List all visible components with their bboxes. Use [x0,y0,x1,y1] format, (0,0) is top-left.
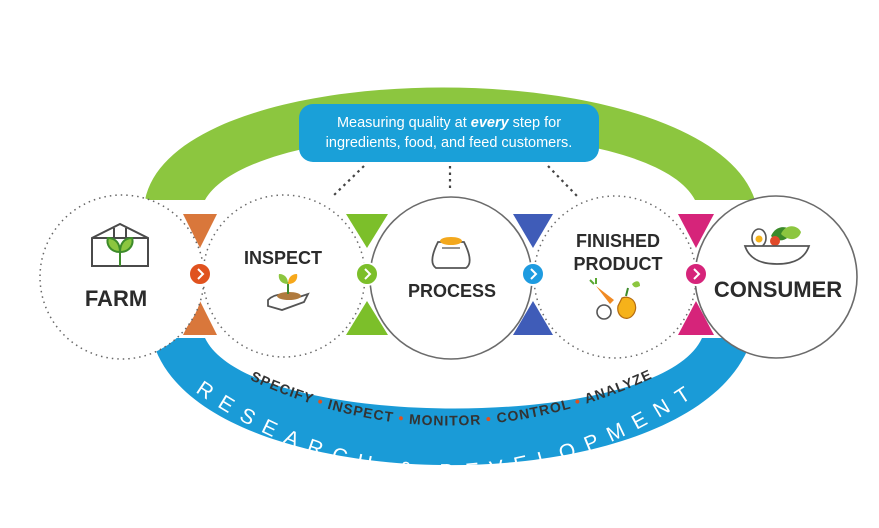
sprout-in-hand-icon [267,274,310,311]
arrow-badge-farm-inspect [188,262,212,286]
arrow-badge-process-product [521,262,545,286]
grain-sack-icon [431,237,471,269]
callout-line-2: ingredients, food, and feed customers. [325,135,573,151]
step-monitor: MONITOR [409,411,482,429]
farm-circle [39,194,205,360]
process-label: PROCESS [408,281,496,301]
step-separator: • [573,391,587,409]
connector-farm-inspect-bottom [183,301,217,335]
arrow-badge-inspect-process [355,262,379,286]
vegetables-icon [589,278,640,320]
connector-inspect-process-top [346,214,388,248]
connector-product-consumer-bottom [678,301,714,335]
arrow-badge-product-consumer [684,262,708,286]
connector-process-product-bottom [513,301,553,335]
research-development-band [152,338,752,466]
callout-line-1: Measuring quality at every step for [336,115,562,131]
inspect-label: INSPECT [244,248,322,268]
step-separator: • [316,393,331,411]
finished-product-circle [533,195,697,359]
chevron-right-icon [364,268,372,280]
callout-emphasis: every [470,115,509,131]
finished-label: FINISHED [576,231,660,251]
process-circle [369,196,533,360]
connector-farm-inspect-top [183,214,217,248]
salad-bowl-icon [743,226,811,265]
connector-process-product-top [513,214,553,248]
consumer-label: CONSUMER [714,277,842,302]
connector-inspect-process-bottom [346,301,388,335]
step-separator: • [398,410,410,427]
product-label: PRODUCT [574,254,663,274]
chevron-right-icon [197,268,205,280]
greenhouse-icon [91,222,149,267]
farm-label: FARM [85,286,147,311]
callout-dots-right [547,165,578,197]
connector-product-consumer-top [678,214,714,248]
chevron-right-icon [693,268,701,280]
callout-box: Measuring quality at every step for ingr… [299,104,599,162]
callout-dots-left [332,165,365,197]
quality-assurance-band [145,87,755,200]
step-separator: • [485,410,497,427]
chevron-right-icon [530,268,538,280]
